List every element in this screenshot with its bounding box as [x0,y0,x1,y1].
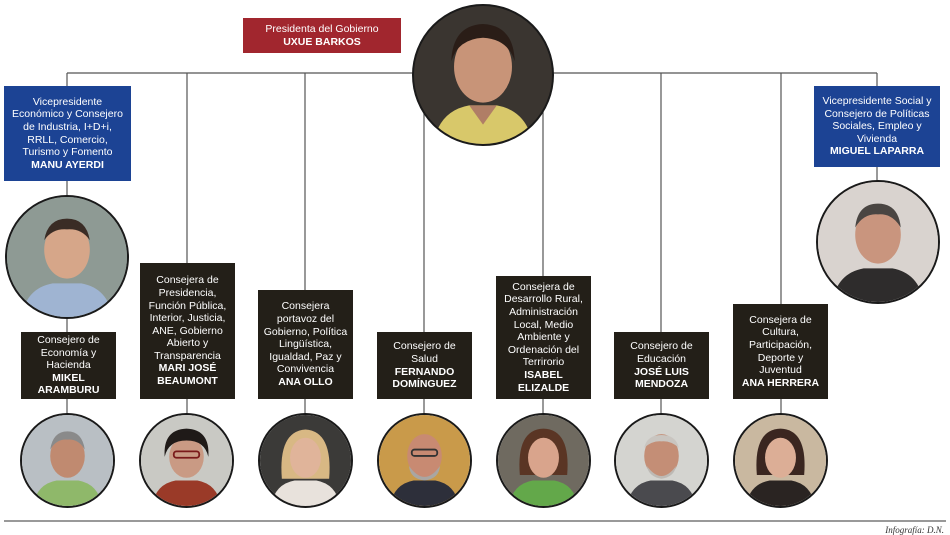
president-role: Presidenta del Gobierno [265,22,379,35]
president-portrait [414,6,552,144]
vicepresident-name: MANU AYERDI [31,158,104,171]
consejero-role: Consejero de Educación [630,340,693,365]
vicepresident-photo-social [816,180,940,304]
vicepresident-role: Vicepresidente Social y Consejero de Pol… [822,95,932,145]
consejero-role: Consejero de Salud [393,340,456,365]
consejero-box-desarrollo-rural: Consejera de Desarrollo Rural, Administr… [496,276,591,399]
consejero-box-economia: Consejero de Economía y Hacienda MIKEL A… [21,332,116,399]
consejero-photo-salud [377,413,472,508]
consejero-box-cultura: Consejera de Cultura, Participación, Dep… [733,304,828,399]
consejero-photo-presidencia [139,413,234,508]
vicepresident-box-social: Vicepresidente Social y Consejero de Pol… [814,86,940,167]
consejero-portrait [379,415,470,506]
consejero-name: JOSÉ LUIS MENDOZA [634,365,689,391]
consejero-portrait [616,415,707,506]
consejero-portrait [22,415,113,506]
consejero-role: Consejera de Cultura, Participación, Dep… [748,313,813,377]
consejero-box-presidencia: Consejera de Presidencia, Función Públic… [140,263,235,399]
president-box: Presidenta del Gobierno UXUE BARKOS [243,18,401,53]
consejero-role: Consejero de Economía y Hacienda [37,334,100,372]
consejero-box-portavoz: Consejera portavoz del Gobierno, Polític… [258,290,353,399]
consejero-name: ISABEL ELIZALDE [517,368,570,394]
consejero-photo-economia [20,413,115,508]
consejero-photo-educacion [614,413,709,508]
consejero-name: ANA OLLO [278,375,333,388]
consejero-name: ANA HERRERA [741,376,820,389]
consejero-photo-desarrollo-rural [496,413,591,508]
consejero-role: Consejera de Presidencia, Función Públic… [148,274,227,362]
consejero-name: MIKEL ARAMBURU [37,371,100,397]
vicepresident-portrait-economico [7,197,127,317]
consejero-box-educacion: Consejero de Educación JOSÉ LUIS MENDOZA [614,332,709,399]
consejero-name: MARI JOSÉ BEAUMONT [157,362,218,388]
consejero-portrait [498,415,589,506]
consejero-role: Consejera de Desarrollo Rural, Administr… [504,280,583,369]
vicepresident-name: MIGUEL LAPARRA [829,145,925,158]
consejero-portrait [141,415,232,506]
consejero-portrait [735,415,826,506]
consejero-box-salud: Consejero de Salud FERNANDO DOMÍNGUEZ [377,332,472,399]
president-photo [412,4,554,146]
infographic-credit: Infografía: D.N. [885,525,944,535]
consejero-portrait [260,415,351,506]
vicepresident-role: Vicepresidente Económico y Consejero de … [12,95,123,159]
vicepresident-photo-economico [5,195,129,319]
vicepresident-portrait-social [818,182,938,302]
consejero-photo-cultura [733,413,828,508]
president-name: UXUE BARKOS [283,35,361,48]
consejero-photo-portavoz [258,413,353,508]
vicepresident-box-economico: Vicepresidente Económico y Consejero de … [4,86,131,181]
consejero-name: FERNANDO DOMÍNGUEZ [392,365,457,391]
consejero-role: Consejera portavoz del Gobierno, Polític… [263,300,348,376]
